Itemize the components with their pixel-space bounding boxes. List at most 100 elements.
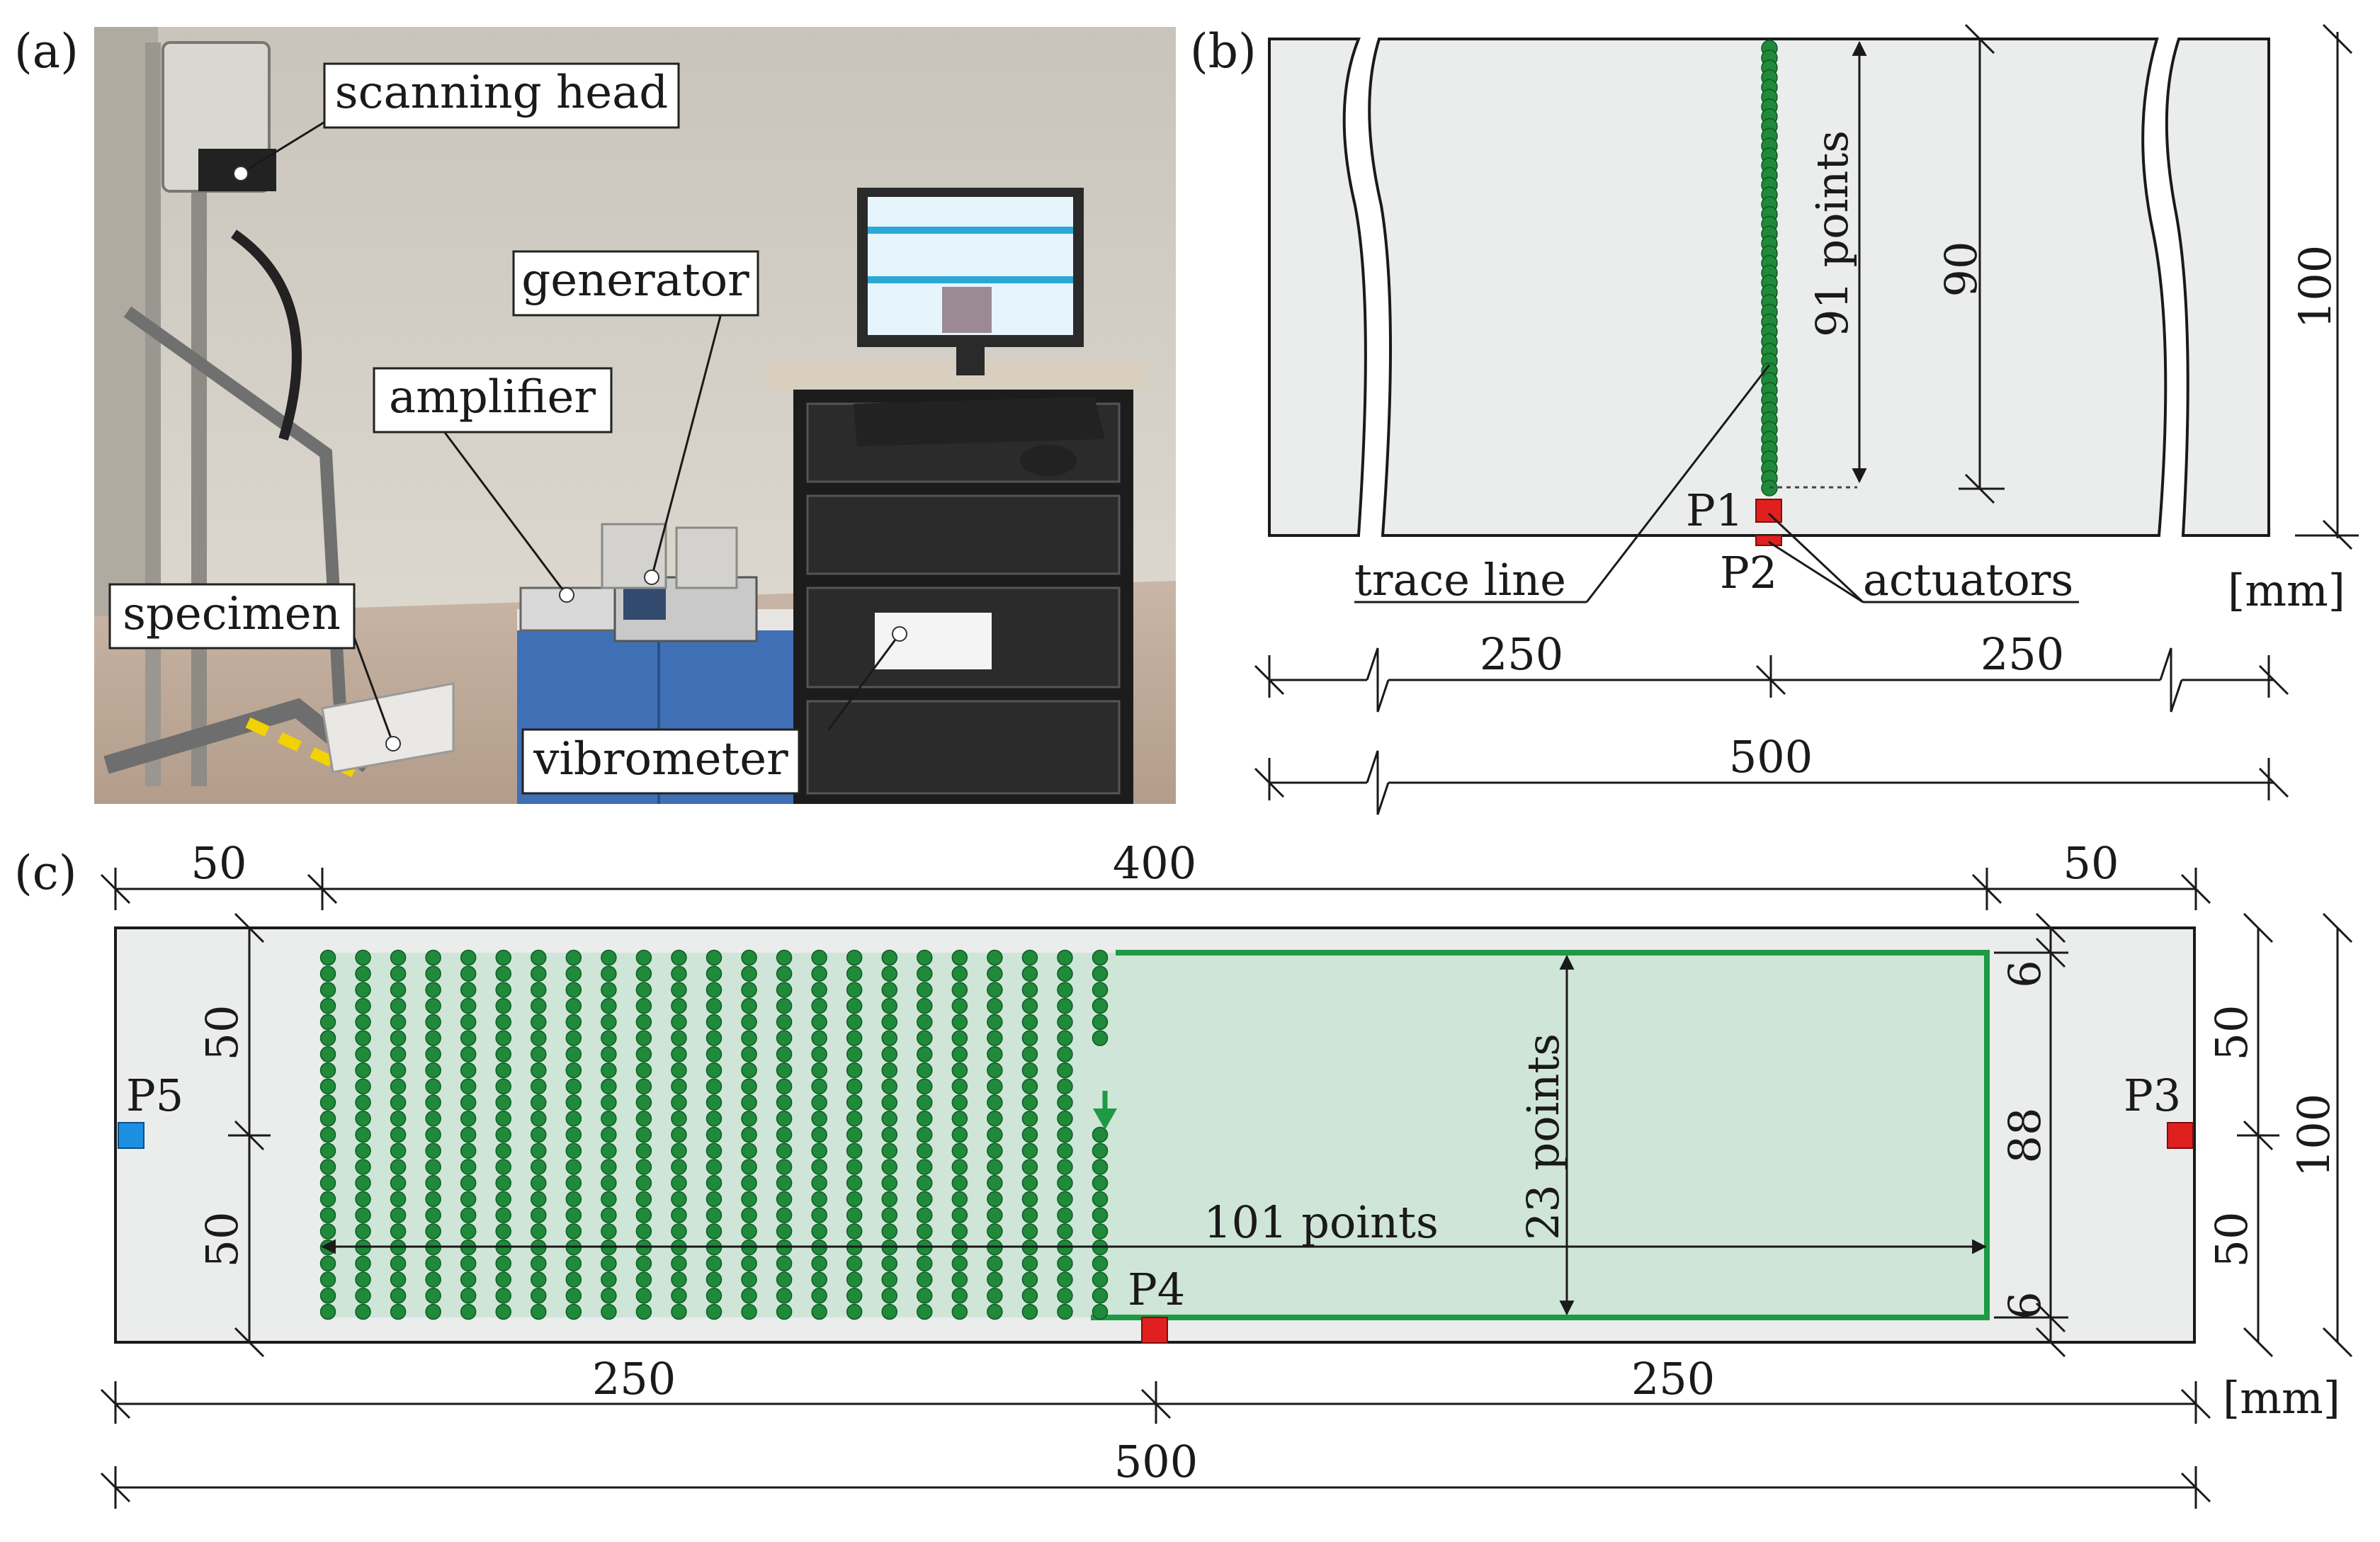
dim-500-c: 500 [100, 1436, 2211, 1509]
scan-grid-point [495, 1223, 511, 1240]
scan-grid-point [881, 1014, 897, 1031]
scan-grid-point [881, 1062, 897, 1079]
scan-grid-point [671, 1126, 687, 1143]
scan-grid-point [846, 1303, 863, 1320]
scan-grid-point [776, 1094, 793, 1111]
scan-grid-point [706, 1159, 722, 1175]
scan-grid-point [881, 982, 897, 998]
dim-6-88-6: 6 88 6 [1994, 912, 2068, 1358]
dim-right-50-50: 50 50 [2206, 912, 2279, 1358]
scan-grid-point [460, 1014, 477, 1031]
scan-grid-point [1021, 1271, 1038, 1288]
scan-grid-point [425, 1191, 441, 1208]
scan-grid-point [987, 965, 1003, 982]
scan-grid-point [601, 997, 617, 1014]
scan-grid-point [495, 1046, 511, 1062]
scan-grid-point [671, 1255, 687, 1272]
callout-generator: generator [512, 250, 759, 317]
scan-grid-point [811, 1191, 827, 1208]
scan-grid-point [1057, 1223, 1073, 1240]
scan-grid-point [951, 1191, 968, 1208]
scan-grid-point [565, 1288, 582, 1304]
photo-callout-dots [233, 166, 907, 752]
scan-grid-point [811, 1271, 827, 1288]
scan-grid-point [460, 949, 477, 966]
scan-grid-point [671, 1111, 687, 1127]
scan-grid-point [1092, 1271, 1109, 1288]
label-p4: P4 [1128, 1264, 1185, 1315]
scan-grid-point [671, 1159, 687, 1175]
scan-grid-point [495, 1159, 511, 1175]
scan-grid-point [846, 1046, 863, 1062]
scan-grid-point [635, 965, 652, 982]
scan-grid-point [1057, 1111, 1073, 1127]
scan-grid-point [531, 1014, 547, 1031]
scan-grid-point [1057, 1143, 1073, 1159]
scan-grid-point [671, 949, 687, 966]
scan-grid-point [425, 1159, 441, 1175]
scan-grid-point [495, 965, 511, 982]
scan-grid-point [741, 1062, 757, 1079]
scan-grid-point [1092, 1288, 1109, 1304]
scan-grid-point [390, 997, 407, 1014]
scan-grid-point [951, 1094, 968, 1111]
scan-grid-point [917, 1046, 933, 1062]
scan-grid-point [741, 1207, 757, 1223]
scan-grid-point [390, 1191, 407, 1208]
scan-grid-point [811, 1159, 827, 1175]
scan-grid-point [776, 1030, 793, 1046]
svg-text:scanning head: scanning head [335, 67, 669, 119]
scan-grid-point [881, 1143, 897, 1159]
scan-grid-point [601, 1143, 617, 1159]
scan-grid-point [531, 1046, 547, 1062]
scan-grid-point [319, 1303, 336, 1320]
scan-grid-point [1057, 1303, 1073, 1320]
scan-grid-point [1057, 1207, 1073, 1223]
scan-grid-point [495, 1255, 511, 1272]
scan-grid-point [1021, 1159, 1038, 1175]
scan-grid-point [811, 1303, 827, 1320]
scan-grid-point [741, 1030, 757, 1046]
scan-grid-point [811, 1143, 827, 1159]
scan-grid-point [1021, 1062, 1038, 1079]
scan-grid-point [741, 949, 757, 966]
scan-grid-point [1021, 1191, 1038, 1208]
scan-grid-point [776, 1159, 793, 1175]
scan-grid-point [706, 1046, 722, 1062]
scan-grid-point [1057, 1078, 1073, 1095]
scan-grid-point [565, 1191, 582, 1208]
scan-grid-point [460, 1159, 477, 1175]
scan-grid-point [776, 1288, 793, 1304]
scan-grid-point [706, 1255, 722, 1272]
scan-grid-point [1057, 1126, 1073, 1143]
svg-text:specimen: specimen [123, 588, 341, 640]
scan-grid-point [846, 1078, 863, 1095]
scan-grid-point [460, 1255, 477, 1272]
scan-grid-point [635, 1143, 652, 1159]
scan-grid-point [425, 1143, 441, 1159]
scan-grid-point [776, 949, 793, 966]
scan-grid-point [951, 1159, 968, 1175]
scan-grid-point [635, 1159, 652, 1175]
unit-b: [mm] [2228, 565, 2345, 616]
scan-grid-point [495, 1094, 511, 1111]
scan-grid-point [635, 1094, 652, 1111]
scan-grid-point [565, 1174, 582, 1191]
panel-a-label: (a) [14, 24, 79, 79]
label-p3: P3 [2124, 1070, 2181, 1121]
scan-grid-point [811, 1207, 827, 1223]
scan-grid-point [917, 949, 933, 966]
scan-grid-point [495, 1126, 511, 1143]
scan-grid-point [531, 1303, 547, 1320]
scan-grid-point [846, 1111, 863, 1127]
scan-grid-point [1057, 1174, 1073, 1191]
scan-grid-point [319, 1111, 336, 1127]
scan-grid-point [846, 1288, 863, 1304]
actuator-p1-marker [1755, 499, 1782, 523]
scan-grid-point [425, 982, 441, 998]
scan-grid-point [601, 1174, 617, 1191]
scan-grid-point [495, 1191, 511, 1208]
scan-grid-point [671, 965, 687, 982]
scan-grid-point [355, 1062, 371, 1079]
